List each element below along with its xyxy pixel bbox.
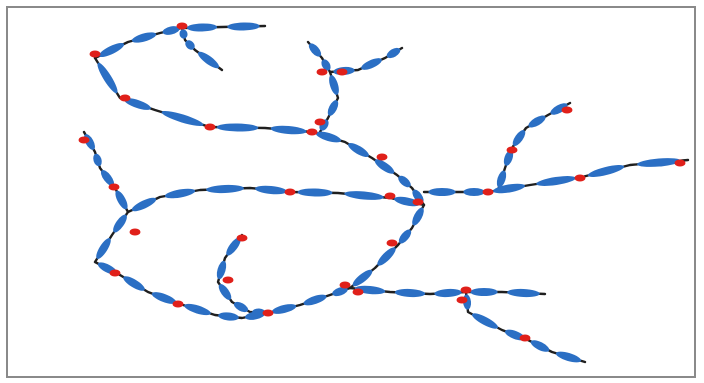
junction-node [340, 282, 351, 289]
vessel-segment [470, 288, 497, 296]
vessel-segment [410, 206, 426, 227]
junction-node [285, 189, 296, 196]
vessel-segment [463, 188, 484, 196]
junction-node [90, 51, 101, 58]
vessel-segment [375, 245, 398, 268]
junction-node [575, 175, 586, 182]
vessel-segment [218, 311, 239, 321]
junction-node [315, 119, 326, 126]
junction-node [520, 335, 531, 342]
network-branch [466, 292, 585, 362]
junction-node [263, 310, 274, 317]
vessel-segment [196, 49, 221, 71]
network-branch [95, 58, 424, 288]
vessel-segment [346, 140, 371, 159]
vessel-segment [587, 163, 625, 180]
junction-node [110, 270, 121, 277]
vessel-segment [555, 349, 582, 364]
junction-node [483, 189, 494, 196]
junction-node [109, 184, 120, 191]
vessel-segment [164, 187, 196, 200]
vessel-segment [113, 189, 130, 211]
vessel-segment [160, 108, 204, 129]
junction-node [387, 240, 398, 247]
junction-node [307, 129, 318, 136]
junction-node [457, 297, 468, 304]
junction-node [562, 107, 573, 114]
junction-node [237, 235, 248, 242]
network-branch [218, 235, 268, 313]
vessel-segment [529, 338, 551, 354]
junction-node [205, 124, 216, 131]
junction-node [353, 289, 364, 296]
junction-node [173, 301, 184, 308]
network-branch [95, 26, 265, 58]
vessel-segment [121, 274, 146, 294]
junction-node [337, 69, 348, 76]
junction-node [317, 69, 328, 76]
vessel-segment [536, 174, 577, 188]
vessel-segment [395, 288, 426, 298]
vessel-segment [527, 113, 548, 130]
network-nodes [79, 23, 686, 342]
vessel-segment [178, 28, 188, 39]
vessel-segment [131, 30, 157, 45]
vessel-segment [385, 46, 402, 61]
junction-node [79, 137, 90, 144]
vessel-segment [130, 195, 158, 214]
junction-node [675, 160, 686, 167]
vessel-segment [95, 61, 121, 96]
junction-node [120, 95, 131, 102]
vessel-segment [227, 22, 260, 31]
vessel-segment [302, 292, 327, 307]
vessel-segment [350, 267, 374, 288]
junction-node [223, 277, 234, 284]
vessel-segment [327, 74, 341, 96]
vessel-segment [187, 23, 218, 32]
vessel-segment [360, 56, 384, 72]
vessel-segment [217, 123, 259, 132]
junction-node [377, 154, 388, 161]
vessel-segment [232, 300, 250, 315]
junction-node [461, 287, 472, 294]
vessel-segment [297, 188, 332, 197]
vessel-segment [271, 302, 297, 316]
vessel-segment [507, 288, 540, 298]
vessel-segment [97, 40, 126, 59]
junction-node [413, 199, 424, 206]
vessel-segment [94, 236, 114, 261]
junction-node [177, 23, 188, 30]
vessel-segment [428, 188, 455, 196]
network-segments [82, 22, 682, 365]
junction-node [130, 229, 141, 236]
vessel-segment [344, 190, 384, 202]
vessel-segment [270, 124, 306, 135]
vessel-segment [470, 311, 500, 332]
junction-node [385, 193, 396, 200]
vessel-segment [111, 213, 130, 235]
vessel-segment [92, 153, 103, 168]
junction-node [507, 147, 518, 154]
vessel-segment [255, 185, 288, 196]
vessel-segment [326, 99, 341, 118]
vessel-segment [434, 288, 462, 298]
vessel-segment [206, 184, 244, 194]
vessel-segment [183, 302, 212, 318]
